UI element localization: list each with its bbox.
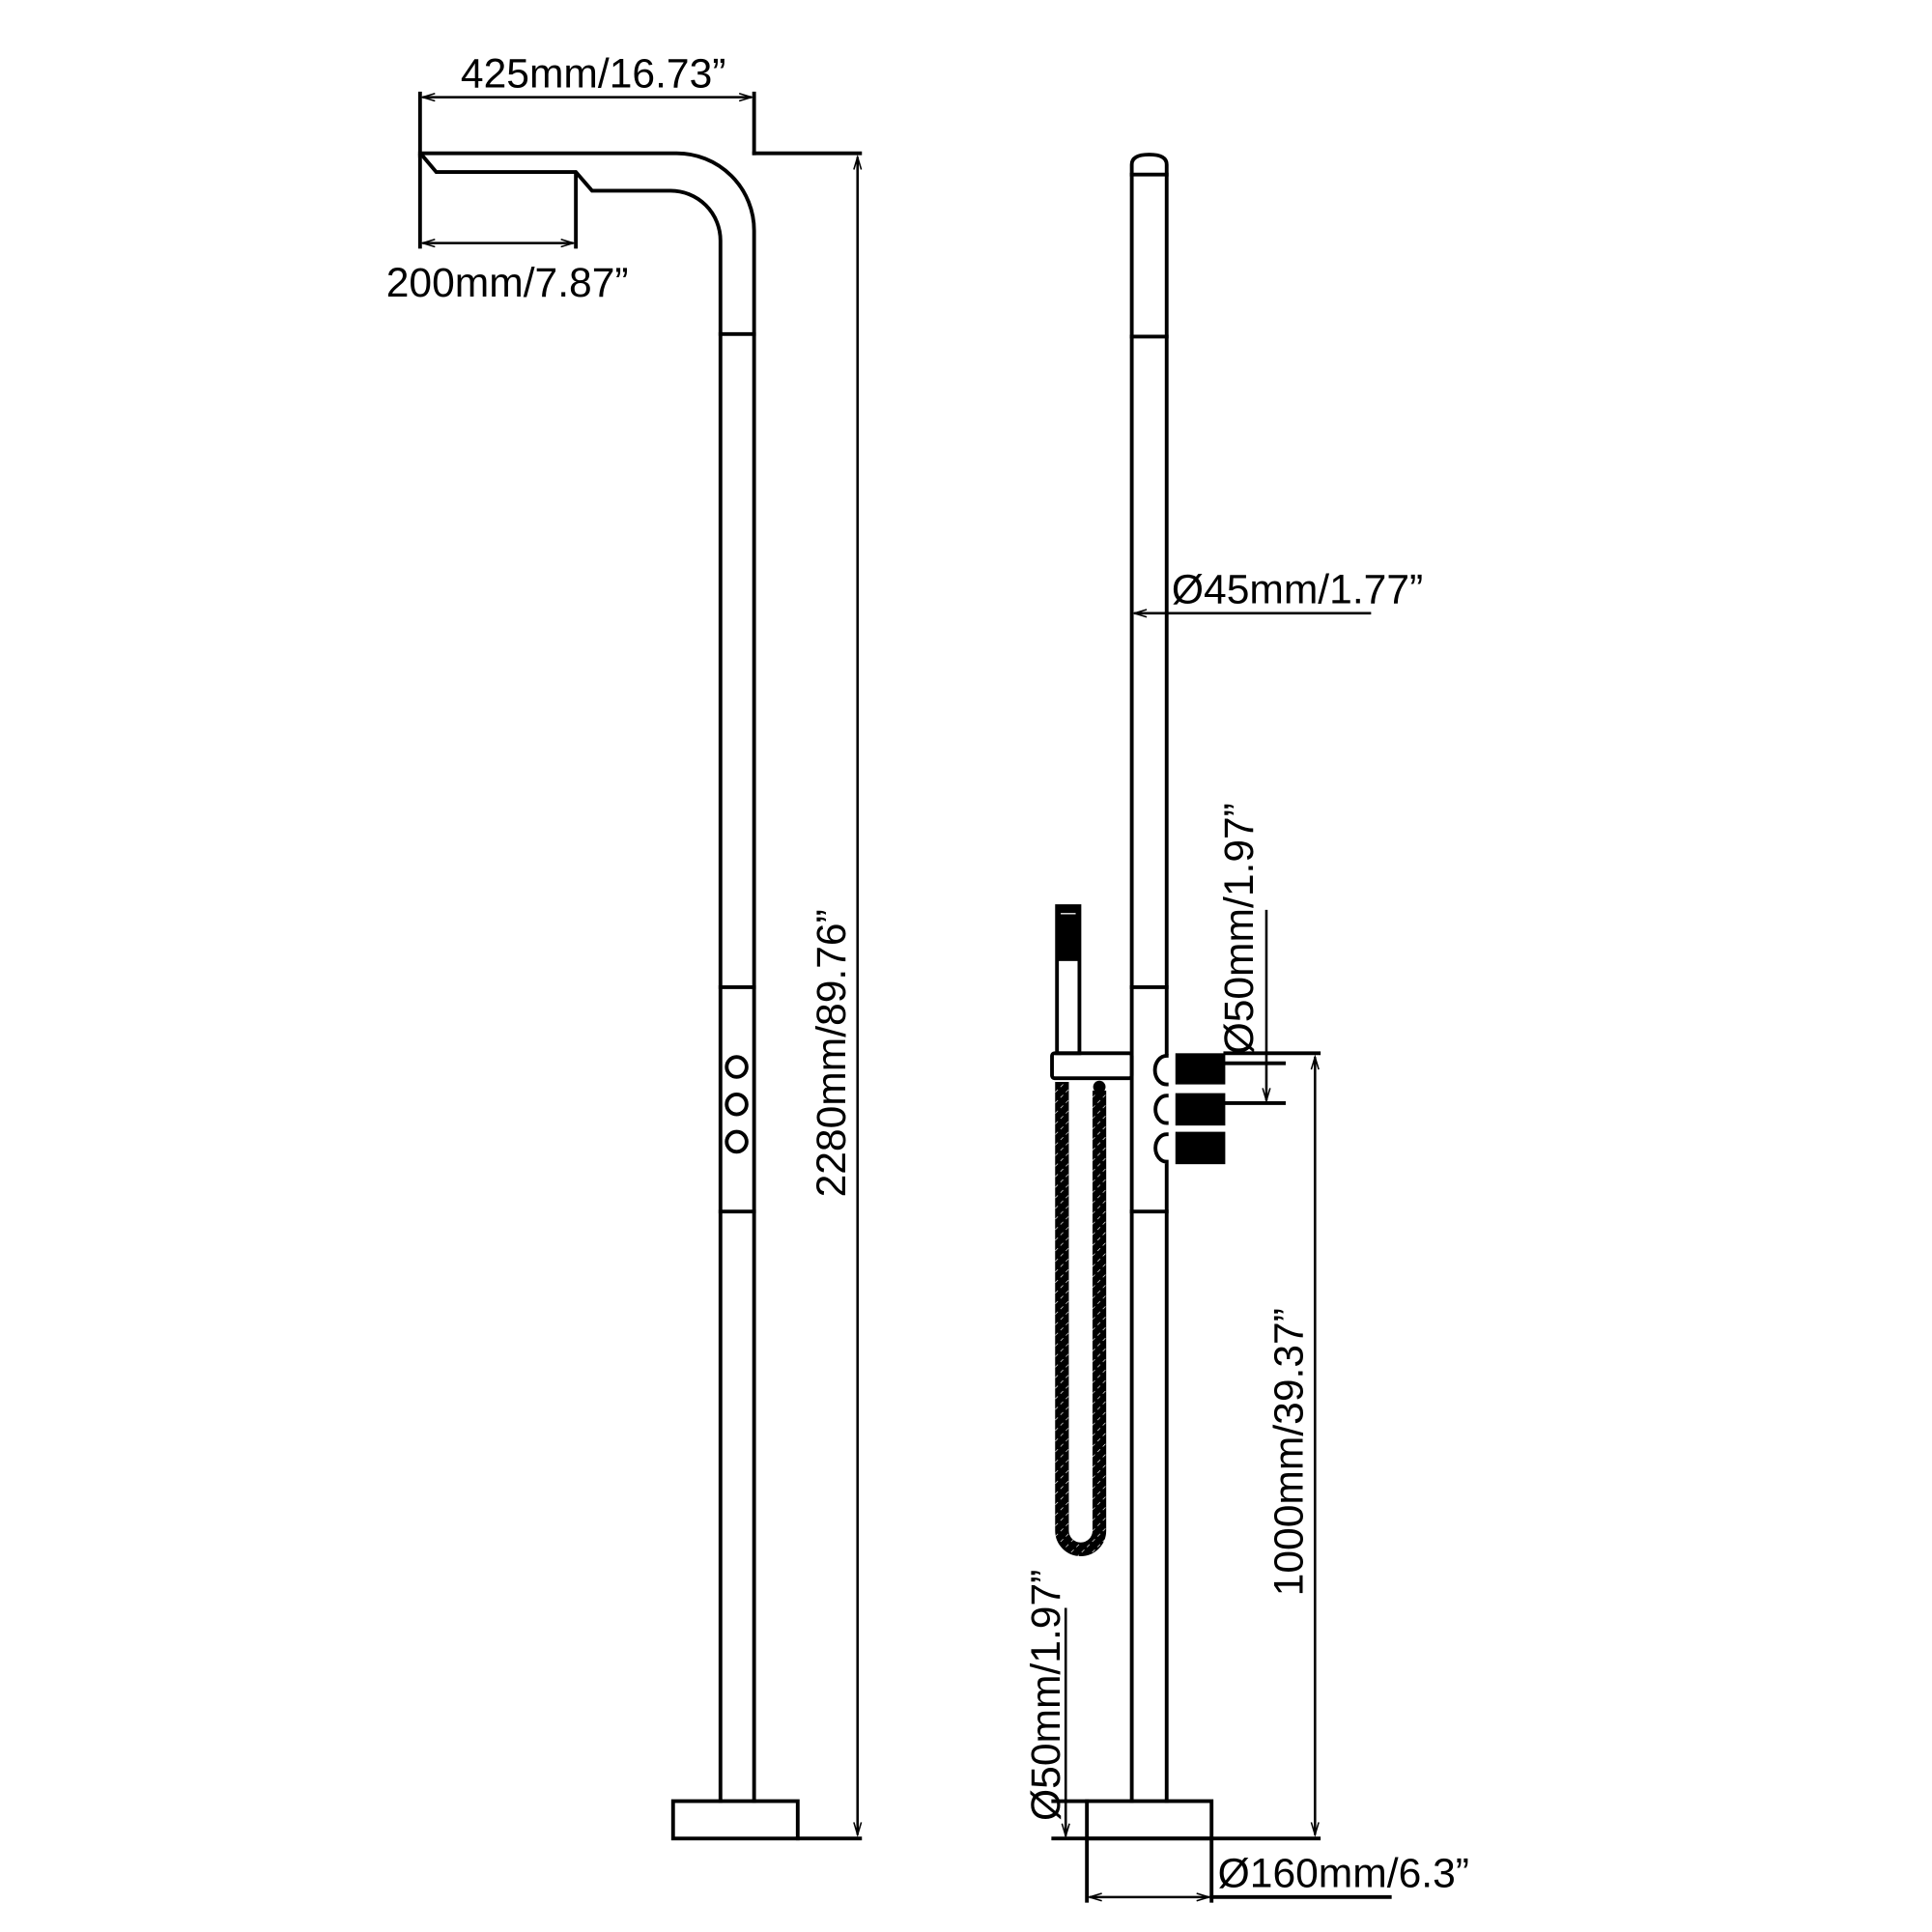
pipe-diameter-label: Ø45mm/1.77”	[1172, 567, 1423, 613]
spout-dimension: 200mm/7.87”	[386, 154, 629, 306]
left-shower-view: 425mm/16.73” 200mm/7.87” 2280mm/89.76”	[386, 50, 863, 1841]
right-shower-view: Ø45mm/1.77” Ø50mm/1.97”	[1023, 153, 1469, 1903]
handle-height-label: 1000mm/39.37”	[1265, 1308, 1312, 1596]
base-height-dimension: Ø50mm/1.97”	[1023, 1570, 1090, 1839]
pipe-diameter-dimension: Ø45mm/1.77”	[1131, 567, 1423, 618]
hand-shower-holder	[1050, 1051, 1134, 1081]
handle-height-dimension: 1000mm/39.37”	[1051, 1051, 1321, 1841]
spout-label: 200mm/7.87”	[386, 260, 629, 306]
base-diameter-dimension: Ø160mm/6.3”	[1085, 1836, 1469, 1903]
control-knob-icon	[724, 1092, 749, 1117]
control-knobs	[1152, 1053, 1226, 1165]
height-dimension: 2280mm/89.76”	[809, 154, 863, 1838]
handle-diameter-label: Ø50mm/1.97”	[1216, 803, 1263, 1054]
hand-shower	[1050, 904, 1134, 1556]
height-label: 2280mm/89.76”	[809, 909, 855, 1197]
base-plate	[670, 1799, 800, 1841]
width-label: 425mm/16.73”	[461, 50, 726, 97]
base-height-label: Ø50mm/1.97”	[1023, 1570, 1069, 1821]
shower-pipe	[1085, 153, 1214, 1841]
control-knob-icon	[724, 1055, 749, 1079]
base-diameter-label: Ø160mm/6.3”	[1218, 1851, 1469, 1897]
width-dimension: 425mm/16.73”	[417, 50, 756, 158]
control-knob-icon	[724, 1129, 749, 1154]
handle-diameter-dimension: Ø50mm/1.97”	[1216, 803, 1286, 1105]
hose	[1055, 1082, 1107, 1556]
base-plate	[1085, 1799, 1214, 1841]
shower-column	[417, 151, 863, 1841]
